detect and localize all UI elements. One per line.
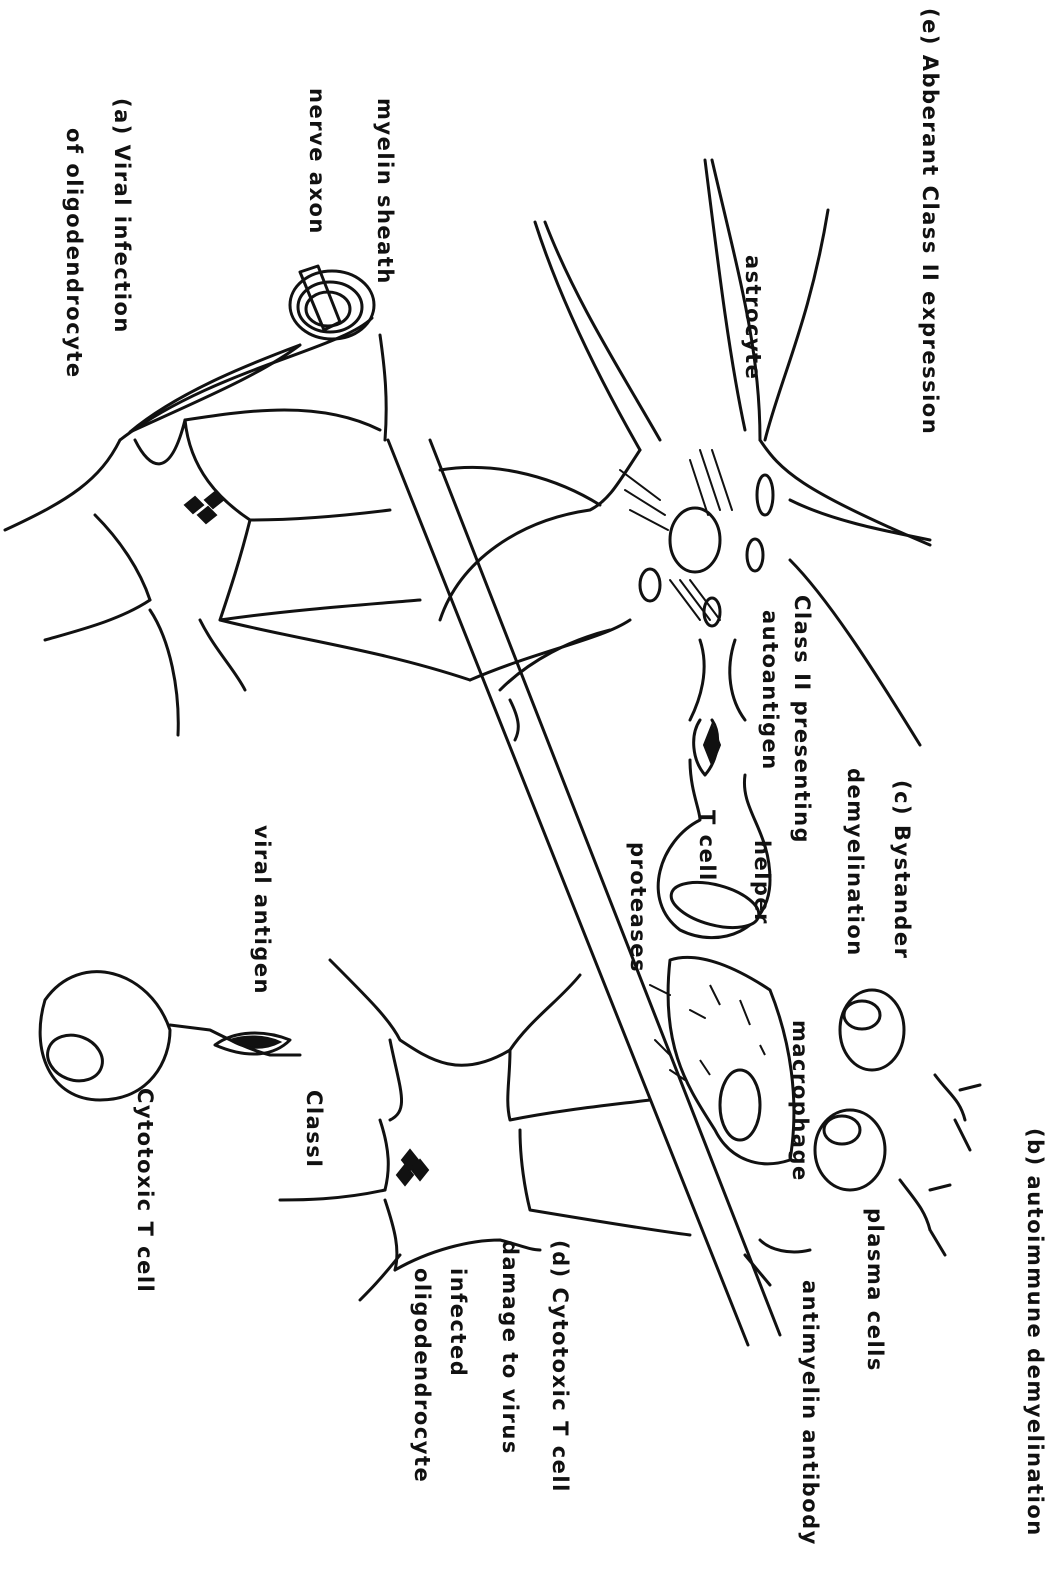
label-d-oligodendrocyte: oligodendrocyte [411, 1268, 432, 1483]
oligodendrocyte-d [280, 960, 690, 1300]
label-myelin-sheath: myelin sheath [374, 98, 395, 285]
label-d-damage-to-virus: damage to virus [499, 1240, 520, 1455]
label-class2-presenting: Class II presenting [791, 595, 812, 844]
label-plasma-cells: plasma cells [864, 1208, 885, 1372]
label-nerve-axon: nerve axon [306, 88, 327, 235]
label-a-oligodendrocyte: of oligodendrocyte [63, 128, 84, 379]
label-a-viral-infection: (a) Viral infection [111, 98, 132, 334]
label-c-bystander: (c) Bystander [891, 780, 912, 959]
label-t-cell-helper: T cell [696, 810, 717, 882]
label-viral-antigen: viral antigen [251, 825, 272, 995]
label-autoantigen: autoantigen [759, 610, 780, 771]
label-d-cytotoxic-t-cell: (d) Cytotoxic T cell [549, 1240, 570, 1493]
label-antimyelin-antibody: antimyelin antibody [799, 1280, 820, 1546]
label-c-demyelination: demyelination [844, 768, 865, 957]
label-b-autoimmune-demyelination: (b) autoimmune demyelination [1024, 1128, 1045, 1537]
myelin-sheath-cross-section [290, 266, 374, 339]
oligodendrocyte-a [5, 410, 470, 735]
label-astrocyte: astrocyte [742, 255, 763, 380]
label-class1: ClassI [303, 1090, 324, 1169]
label-cytotoxic-t-cell: Cytotoxic T cell [134, 1088, 155, 1293]
label-proteases: proteases [627, 842, 648, 973]
label-macrophage: macrophage [789, 1020, 810, 1182]
label-helper: helper [751, 840, 772, 925]
label-e-aberrant-class2: (e) Abberant Class II expression [919, 8, 940, 435]
label-d-infected: infected [447, 1268, 468, 1377]
